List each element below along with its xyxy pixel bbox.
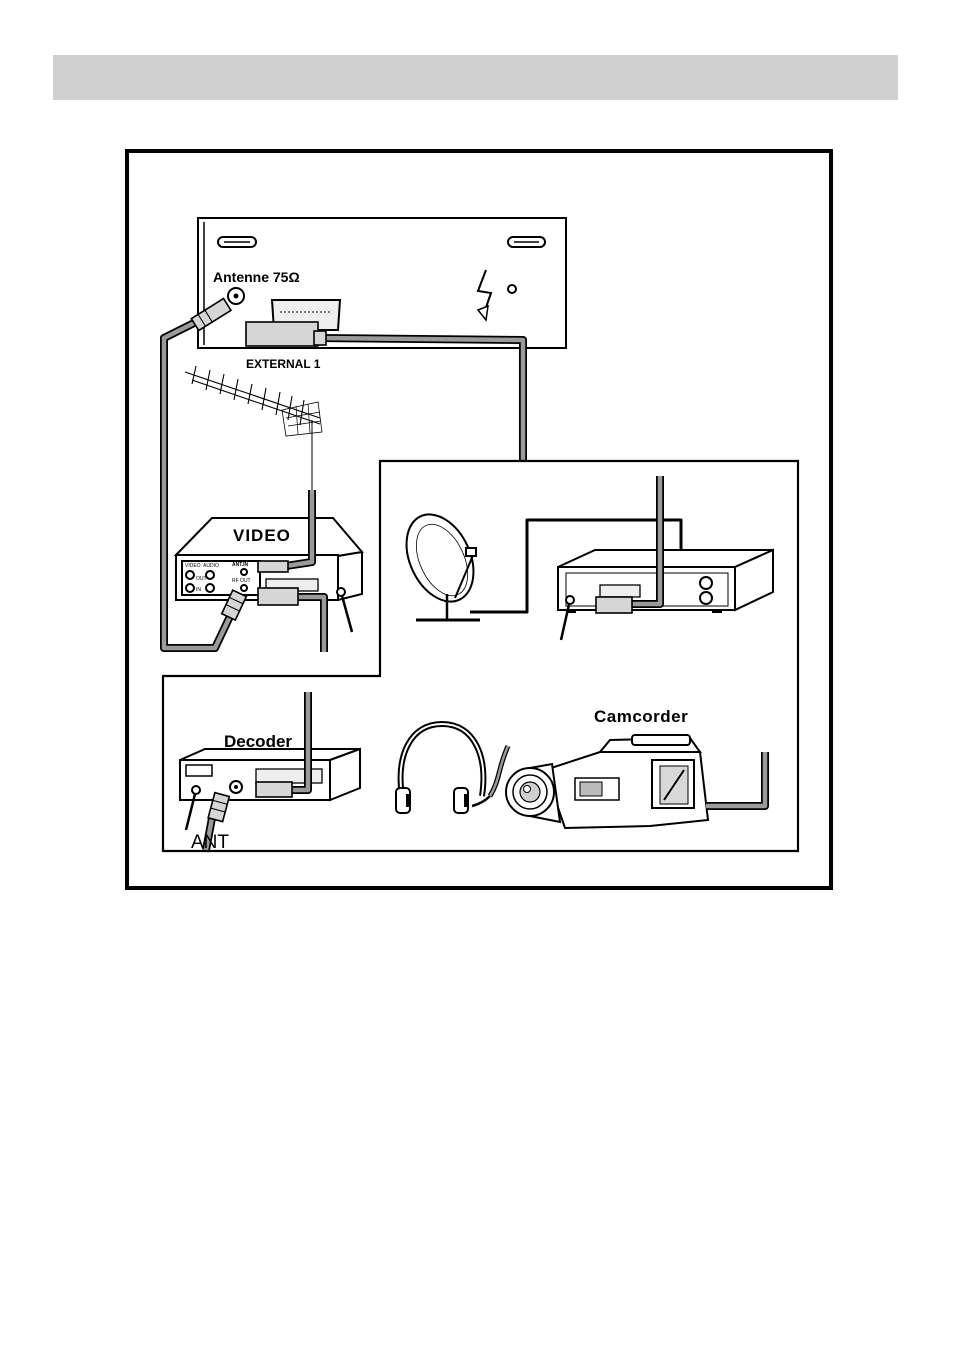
- tv-scart-plug: [246, 322, 318, 346]
- vcr-rf-out-label: RF OUT: [232, 578, 251, 584]
- camcorder-strap: [632, 735, 690, 745]
- decoder-scart-socket: [256, 769, 322, 783]
- decoder-ant-jack-pin: [234, 785, 238, 789]
- vcr-port-video-label: VIDEO: [185, 563, 201, 569]
- receiver-scart-socket: [600, 585, 640, 597]
- decoder-display: [186, 765, 212, 776]
- camcorder-lens-icon: [506, 768, 554, 816]
- receiver-scart-plug: [596, 597, 632, 613]
- vcr-title: VIDEO: [233, 526, 291, 545]
- vcr-audio-out-jack: [206, 571, 214, 579]
- vcr-scart-plug: [258, 588, 298, 605]
- tv-handle-right: [508, 237, 545, 247]
- vcr-audio-in-jack: [206, 584, 214, 592]
- vcr-port-out-label: OUT: [196, 576, 207, 582]
- receiver-lnb-jack-2: [700, 592, 712, 604]
- vcr-video-in-jack: [186, 584, 194, 592]
- antenna-input-label: Antenne 75Ω: [213, 269, 300, 285]
- vcr-port-in-label: IN: [196, 587, 201, 593]
- vcr-rf-out-jack: [241, 585, 247, 591]
- vcr-port-audio-label: AUDIO: [203, 563, 219, 569]
- vcr-antenna-plug: [258, 561, 288, 572]
- receiver-foot-right: [712, 610, 722, 613]
- vcr-ant-in-jack: [241, 569, 247, 575]
- scart-external-label: EXTERNAL 1: [246, 357, 321, 371]
- camcorder-title: Camcorder: [594, 707, 688, 726]
- tv-handle-left: [218, 237, 256, 247]
- antenna-socket: [228, 288, 244, 304]
- vcr-video-out-jack: [186, 571, 194, 579]
- tv-scart-plug-collar: [314, 331, 326, 345]
- header-bar: [53, 55, 898, 100]
- decoder-scart-plug: [256, 782, 292, 797]
- satellite-receiver: [558, 550, 773, 613]
- receiver-lnb-jack-1: [700, 577, 712, 589]
- camcorder-side-inner: [580, 782, 602, 796]
- indicator-hole: [508, 285, 516, 293]
- decoder-ant-label: ANT: [191, 832, 229, 853]
- vcr-ant-in-label: ANT.IN: [232, 562, 249, 568]
- tv-back-panel: Antenne 75Ω EXTERNAL 1: [198, 218, 566, 371]
